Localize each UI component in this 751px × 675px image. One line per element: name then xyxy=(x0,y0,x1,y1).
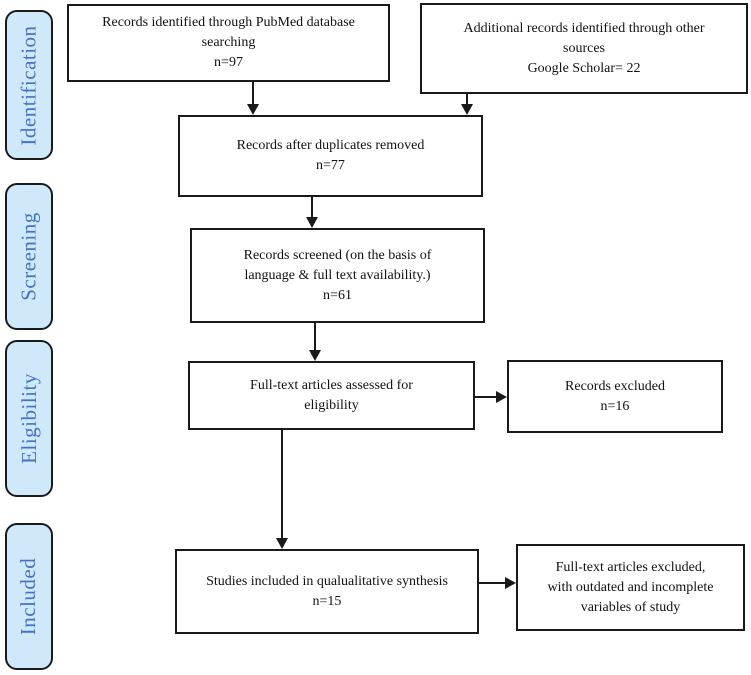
node-fulltext-assessed: Full-text articles assessed for eligibil… xyxy=(188,361,475,430)
node-fulltext-excluded-text: Full-text articles excluded, with outdat… xyxy=(547,559,714,615)
stage-identification-label: Identification xyxy=(16,24,41,146)
node-records-screened-text: Records screened (on the basis of langua… xyxy=(243,247,432,303)
node-fulltext-excluded: Full-text articles excluded, with outdat… xyxy=(516,544,745,631)
arrow-line xyxy=(314,323,316,350)
node-qualitative-synthesis-text: Studies included in qualualitative synth… xyxy=(206,573,448,609)
arrow-line xyxy=(475,396,496,398)
arrow-line xyxy=(281,430,283,538)
node-pubmed-records: Records identified through PubMed databa… xyxy=(67,4,390,82)
node-qualitative-synthesis: Studies included in qualualitative synth… xyxy=(175,549,479,634)
arrow-screened-to-fulltext xyxy=(309,323,321,361)
node-other-sources: Additional records identified through ot… xyxy=(420,3,748,94)
node-fulltext-assessed-text: Full-text articles assessed for eligibil… xyxy=(250,377,413,413)
arrow-fulltext-to-excluded xyxy=(475,391,507,403)
arrow-duplicates-to-screened xyxy=(306,197,318,228)
arrow-synthesis-to-fulltext-excluded xyxy=(479,577,516,589)
arrow-other-sources-to-duplicates xyxy=(461,94,473,115)
arrowhead-down-icon xyxy=(247,104,259,115)
arrowhead-right-icon xyxy=(505,577,516,589)
arrow-line xyxy=(479,582,505,584)
arrowhead-down-icon xyxy=(461,104,473,115)
arrow-line xyxy=(311,197,313,217)
stage-included-label: Included xyxy=(16,557,41,636)
node-records-excluded-text: Records excluded n=16 xyxy=(565,378,665,414)
arrowhead-right-icon xyxy=(496,391,507,403)
node-records-excluded: Records excluded n=16 xyxy=(507,360,723,433)
node-pubmed-records-text: Records identified through PubMed databa… xyxy=(102,15,355,70)
arrow-line xyxy=(252,82,254,104)
node-other-sources-text: Additional records identified through ot… xyxy=(463,20,705,76)
arrowhead-down-icon xyxy=(309,350,321,361)
arrow-fulltext-to-synthesis xyxy=(276,430,288,549)
arrowhead-down-icon xyxy=(276,538,288,549)
stage-eligibility: Eligibility xyxy=(5,340,53,497)
node-duplicates-removed: Records after duplicates removed n=77 xyxy=(178,115,483,197)
stage-eligibility-label: Eligibility xyxy=(16,373,41,464)
arrow-pubmed-to-duplicates xyxy=(247,82,259,115)
arrowhead-down-icon xyxy=(306,217,318,228)
node-records-screened: Records screened (on the basis of langua… xyxy=(190,228,485,323)
stage-screening: Screening xyxy=(5,183,53,330)
arrow-line xyxy=(466,94,468,104)
stage-identification: Identification xyxy=(5,10,53,160)
stage-included: Included xyxy=(5,523,53,670)
stage-screening-label: Screening xyxy=(16,212,41,301)
node-duplicates-removed-text: Records after duplicates removed n=77 xyxy=(236,138,425,173)
